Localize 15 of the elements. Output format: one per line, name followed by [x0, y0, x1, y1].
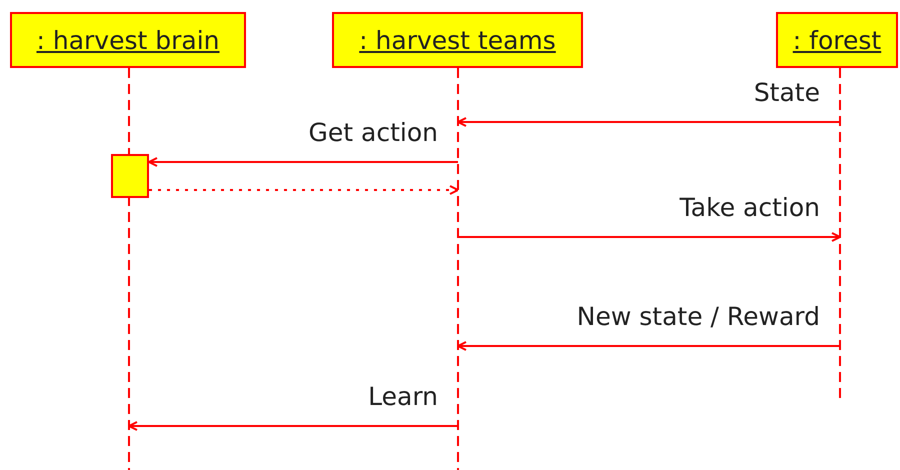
participant-name: : harvest teams [359, 26, 556, 54]
message-arrow [457, 341, 840, 351]
message-arrow [128, 421, 458, 431]
message-label: State [754, 78, 820, 107]
participant-name: : harvest brain [36, 26, 220, 54]
message-label: Learn [368, 382, 438, 411]
return-arrow [149, 185, 459, 195]
message-arrow [458, 232, 841, 242]
message-arrow [457, 117, 840, 127]
message-arrow [148, 157, 458, 167]
message-label: Get action [308, 118, 438, 147]
message-label: Take action [680, 193, 820, 222]
message-label: New state / Reward [576, 302, 820, 331]
activation-box [111, 154, 149, 198]
participant-name: : forest [792, 26, 882, 54]
